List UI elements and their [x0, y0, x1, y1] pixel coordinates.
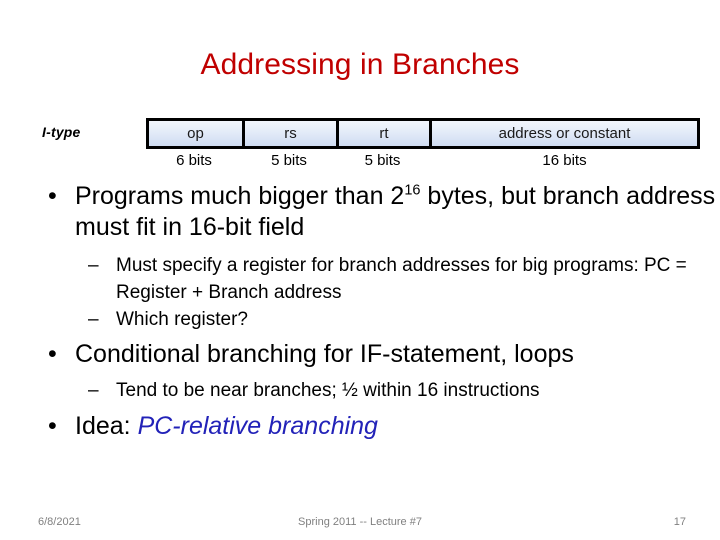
instruction-format-label: I-type — [42, 124, 81, 140]
bit-width-address: 16 bits — [542, 152, 587, 169]
field-cell-op: op — [149, 121, 245, 146]
bullet-programs-bigger: • Programs much bigger than 216 bytes, bu… — [0, 181, 720, 243]
bit-width-rt: 5 bits — [364, 152, 401, 169]
bullet-marker-icon: • — [48, 412, 57, 440]
field-cell-rt: rt — [339, 121, 432, 146]
bit-width-op: 6 bits — [176, 152, 212, 169]
bullet-conditional-branching: • Conditional branching for IF-statement,… — [0, 339, 720, 370]
instruction-field-table: op rs rt address or constant — [146, 118, 700, 149]
subbullet-which-register: –Which register? — [0, 306, 720, 333]
subbullet-near-branches: –Tend to be near branches; ½ within 16 i… — [0, 377, 720, 404]
subbullet-text: Tend to be near branches; ½ within 16 in… — [116, 380, 540, 401]
page-title: Addressing in Branches — [200, 48, 520, 81]
dash-marker-icon: – — [88, 309, 99, 330]
bullet-text-label: Idea: — [75, 412, 138, 440]
dash-marker-icon: – — [88, 255, 99, 276]
subbullet-text: Must specify a register for branch addre… — [116, 255, 687, 303]
instruction-field-bit-widths: 6 bits 5 bits 5 bits 16 bits — [146, 152, 700, 176]
subbullet-text: Which register? — [116, 309, 248, 330]
bullet-marker-icon: • — [48, 340, 57, 368]
bullet-text-emphasis: PC-relative branching — [137, 412, 378, 440]
footer-date: 6/8/2021 — [38, 516, 81, 528]
field-cell-address: address or constant — [432, 121, 697, 146]
bullet-text: Conditional branching for IF-statement, … — [75, 340, 574, 368]
bullet-text-part-2: bytes, but branch address must fit in 16… — [75, 182, 716, 241]
slide-body: • Programs much bigger than 216 bytes, bu… — [0, 181, 720, 442]
footer-course-label: Spring 2011 -- Lecture #7 — [298, 516, 422, 528]
footer-slide-number: 17 — [673, 516, 686, 528]
dash-marker-icon: – — [88, 380, 99, 401]
bullet-idea-pc-relative: • Idea: PC-relative branching — [0, 411, 720, 442]
bit-width-rs: 5 bits — [271, 152, 307, 169]
bullet-superscript-exponent: 16 — [404, 182, 421, 199]
field-cell-rs: rs — [245, 121, 339, 146]
instruction-format-diagram: I-type op rs rt address or constant 6 bi… — [0, 118, 720, 186]
slide-footer: 6/8/2021 Spring 2011 -- Lecture #7 17 — [0, 514, 720, 530]
bullet-marker-icon: • — [48, 182, 57, 210]
subbullet-must-specify-register: –Must specify a register for branch addr… — [0, 252, 720, 306]
bullet-text-part-1: Programs much bigger than 2 — [75, 182, 405, 210]
